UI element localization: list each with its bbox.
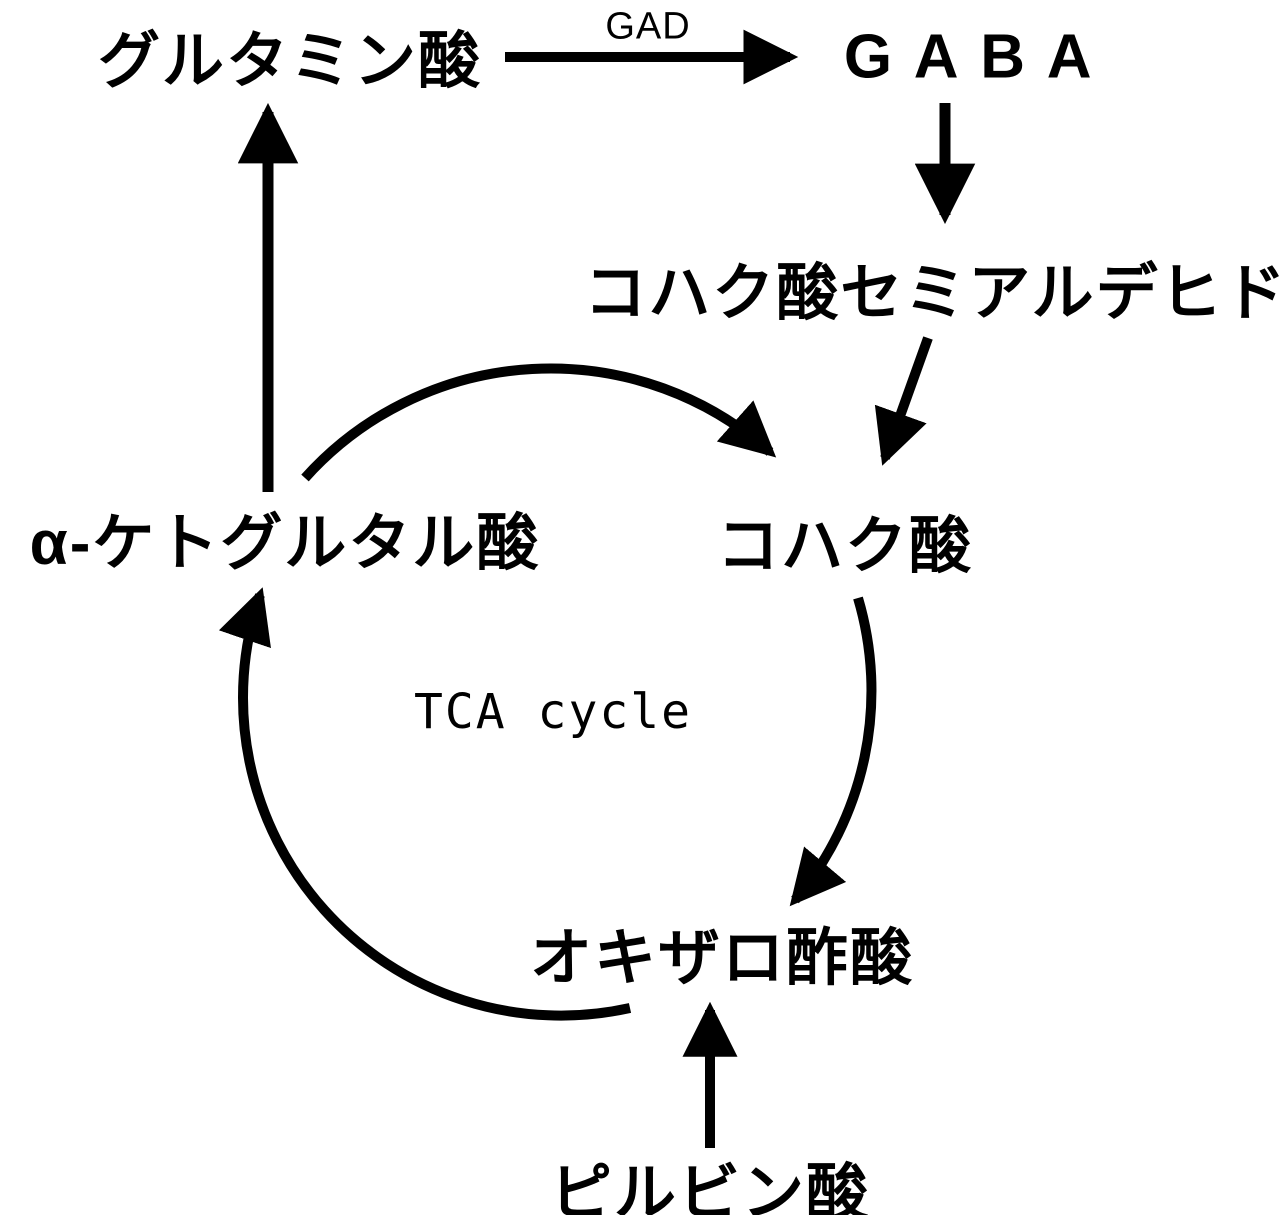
arc-oaa-to-akg [218, 587, 632, 1021]
tca-cycle-label: TCA cycle [413, 684, 693, 740]
node-gaba: GABA [843, 22, 1114, 92]
node-glutamate: グルタミン酸 [97, 27, 483, 96]
arc-akg-to-succinate [301, 363, 777, 482]
node-alpha-ketoglutarate: α-ケトグルタル酸 [29, 509, 541, 578]
node-pyruvate: ピルビン酸 [549, 1159, 871, 1215]
node-oxaloacetate: オキザロ酢酸 [529, 924, 915, 993]
node-succinic-semialdehyde: コハク酸セミアルデヒド [584, 259, 1280, 328]
arrow-ssa-to-succinate [874, 336, 933, 466]
node-succinate: コハク酸 [716, 512, 974, 581]
arc-succinate-to-oaa [789, 596, 877, 907]
enzyme-gad-label: GAD [605, 5, 691, 48]
